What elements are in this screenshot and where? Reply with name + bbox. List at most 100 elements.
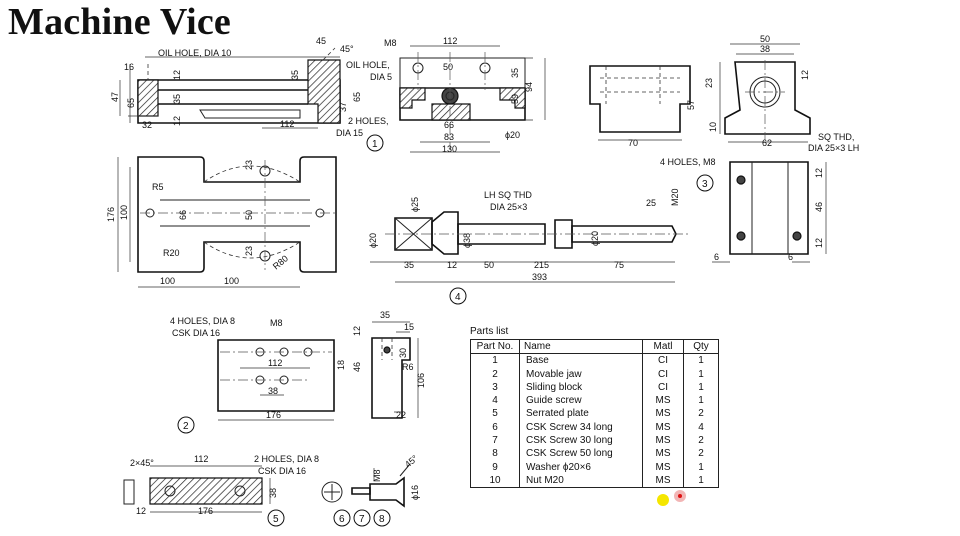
v3-dim-23: 23 [704, 78, 714, 88]
screw-m8-label: M8 [372, 469, 382, 482]
cell-qty: 2 [683, 434, 719, 448]
cell-name: Washer ϕ20×6 [519, 460, 643, 474]
plate-holes-label-a: 2 HOLES, DIA 8 [254, 454, 319, 464]
base-plan-view [117, 156, 337, 288]
m8-label: M8 [384, 38, 397, 48]
cell-matl: MS [642, 420, 684, 435]
cell-matl: MS [642, 434, 684, 448]
bp-dim-100b: 100 [224, 276, 239, 286]
cell-qty: 1 [683, 460, 719, 474]
cell-no: 8 [470, 447, 520, 461]
cell-no: 2 [470, 367, 520, 381]
cell-no: 4 [470, 394, 520, 408]
screw-phi20b: ϕ20 [590, 231, 600, 246]
cell-qty: 4 [683, 420, 719, 435]
screw-m20: M20 [670, 188, 680, 206]
oil-hole-dia5-label-b: DIA 5 [370, 72, 392, 82]
callout-circle-1 [366, 134, 384, 152]
dim-66: 66 [444, 120, 454, 130]
sliding-block-front-view [719, 43, 811, 143]
movable-jaw-side-view [371, 321, 419, 419]
dim-35c: 35 [510, 68, 520, 78]
header-qty: Qty [683, 338, 719, 355]
dim-16: 16 [124, 62, 134, 72]
bp-dim-100: 100 [119, 205, 129, 220]
guide-screw-view [370, 211, 690, 283]
callout-8: 8 [379, 514, 385, 525]
dim-112: 112 [280, 119, 294, 129]
cell-matl: MS [642, 394, 684, 408]
v3-dim-12b: 12 [814, 168, 824, 178]
cell-no: 7 [470, 434, 520, 448]
cell-qty: 2 [683, 407, 719, 421]
cell-name: Movable jaw [519, 367, 643, 381]
sq-thd-label-a: SQ THD, [818, 132, 854, 142]
cell-qty: 2 [683, 447, 719, 461]
v3-dim-6b: 6 [788, 252, 793, 262]
dim-45deg: 45° [340, 44, 354, 54]
v3-dim-46: 46 [814, 202, 824, 212]
cell-qty: 1 [683, 367, 719, 381]
dim-112-top: 112 [443, 36, 457, 46]
screw-dim-25: 25 [646, 198, 656, 208]
serrated-plate-view [123, 465, 271, 513]
sliding-block-top-view [712, 161, 827, 263]
plate-dim-176: 176 [198, 506, 213, 516]
callout-circle-4 [449, 287, 467, 305]
callout-4: 4 [455, 292, 461, 303]
base-section-view [119, 47, 341, 129]
bp-dim-100a: 100 [160, 276, 175, 286]
callout-2: 2 [183, 421, 189, 432]
screw-dim-50: 50 [484, 260, 494, 270]
jaw-dim-12: 12 [352, 326, 362, 336]
callout-circle-2 [177, 416, 195, 434]
dim-94: 94 [524, 82, 534, 92]
dim-phi65: 65 [126, 98, 136, 108]
jaw-dim-35: 35 [380, 310, 390, 320]
cell-name: CSK Screw 30 long [519, 434, 643, 448]
jaw-dim-22: 22 [396, 410, 406, 420]
cell-matl: CI [642, 380, 684, 395]
lh-sq-label-b: DIA 25×3 [490, 202, 527, 212]
v3-dim-12c: 12 [814, 238, 824, 248]
v3-dim-10: 10 [708, 122, 718, 132]
bp-dim-23a: 23 [244, 160, 254, 170]
bp-dim-176: 176 [106, 207, 116, 222]
parts-list-header-row: Part No. Name Matl Qty [470, 338, 719, 355]
cell-matl: MS [642, 473, 684, 489]
v3-dim-12: 12 [800, 70, 810, 80]
cell-matl: CI [642, 353, 684, 368]
cell-matl: MS [642, 460, 684, 474]
callout-7: 7 [359, 514, 365, 525]
header-matl: Matl [642, 338, 684, 355]
dim-35a: 35 [290, 70, 300, 80]
dim-65b: 65 [352, 92, 362, 102]
screw-phi38: ϕ38 [462, 233, 472, 248]
v3-dim-62: 62 [762, 138, 772, 148]
plate-holes-label-b: CSK DIA 16 [258, 466, 306, 476]
v3-dim-50: 50 [760, 34, 770, 44]
oil-hole-dia10-label: OIL HOLE, DIA 10 [158, 48, 231, 58]
cell-qty: 1 [683, 380, 719, 395]
dim-37: 37 [338, 102, 348, 112]
jaw-m8-label: M8 [270, 318, 283, 328]
dim-47: 47 [110, 92, 120, 102]
jaw-r6: R6 [402, 362, 414, 372]
jaw-dim-176: 176 [266, 410, 281, 420]
bp-dim-23b: 23 [244, 246, 254, 256]
v3-dim-57: 57 [686, 100, 696, 110]
cell-qty: 1 [683, 353, 719, 368]
cell-no: 6 [470, 420, 520, 435]
base-front-view [399, 45, 546, 153]
callout-circle-5 [267, 509, 285, 527]
sliding-block-side-view [589, 65, 691, 141]
bp-dim-50: 50 [244, 210, 254, 220]
dim-130: 130 [442, 144, 457, 154]
cell-name: Nut M20 [519, 473, 643, 489]
dim-59: 59 [510, 94, 520, 104]
cell-matl: CI [642, 367, 684, 381]
